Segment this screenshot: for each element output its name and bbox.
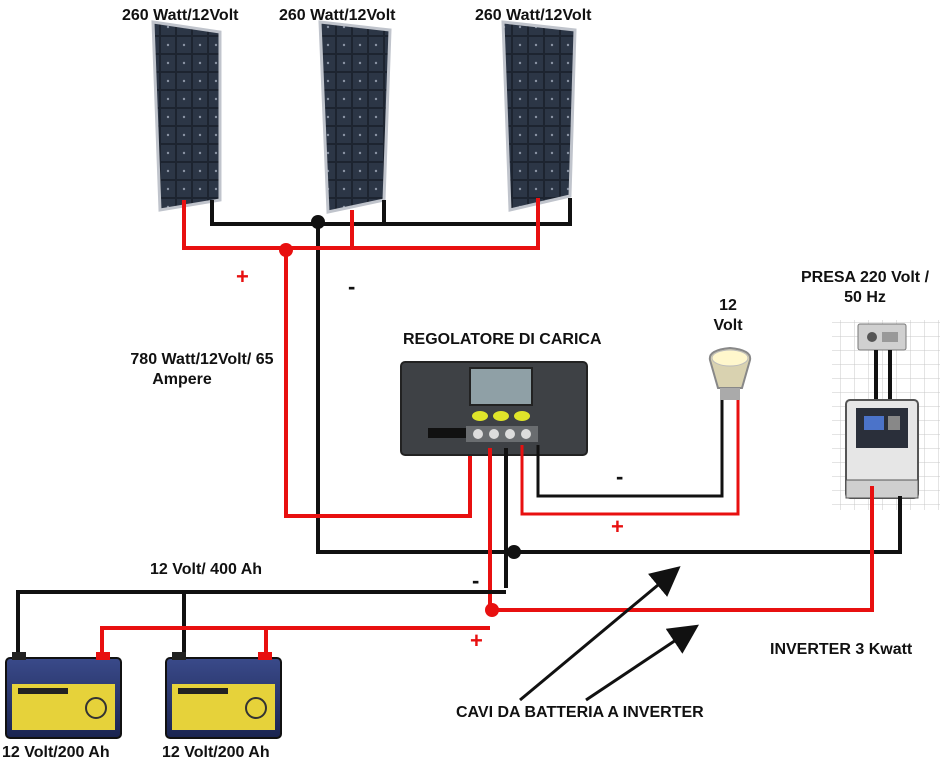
solar-panel-2 [318,20,392,214]
battery-1 [5,652,122,739]
battery-plus-sign: + [470,628,483,653]
socket-wiring [874,350,892,402]
lamp-label: 12 Volt [698,296,758,336]
junction-negative-inverter [507,545,521,559]
battery-1-label: 12 Volt/200 Ah [2,744,110,761]
cable-arrows [519,566,699,702]
lamp-minus-sign: - [616,464,624,489]
battery-2-label: 12 Volt/200 Ah [162,744,270,761]
lamp-label-line2: Volt [713,317,743,334]
regulator-label: REGOLATORE DI CARICA [403,331,602,348]
array-label: 780 Watt/12Volt/ 65 Ampere [122,350,282,390]
lamp-plus-sign: + [611,514,624,539]
panel-2-label: 260 Watt/12Volt [279,7,396,24]
inverter-cables [492,486,902,612]
socket-label-line2: 50 Hz [844,289,886,306]
led-lamp [708,346,752,400]
panel-plus-sign: + [236,264,249,289]
array-label-line2: Ampere [152,371,212,388]
regulator-load-wiring [520,400,740,516]
charge-regulator [400,361,588,456]
battery-2 [165,652,282,739]
array-label-line1: 780 Watt/12Volt/ 65 [130,351,274,368]
battery-bank-wiring [16,590,506,656]
solar-panel-3 [501,20,577,212]
panel-negative-wiring [210,198,572,554]
battery-bank-label: 12 Volt/ 400 Ah [150,561,263,578]
junction-negative-panels [311,215,325,229]
junction-positive-inverter [485,603,499,617]
junction-positive-panels [279,243,293,257]
regulator-battery-wiring [488,448,508,608]
inverter-unit [845,399,919,499]
inverter-label: INVERTER 3 Kwatt [770,641,913,658]
lamp-label-line1: 12 [719,297,737,314]
cables-label: CAVI DA BATTERIA A INVERTER [456,704,704,721]
socket-label-line1: PRESA 220 Volt / [800,269,930,286]
socket-label: PRESA 220 Volt / 50 Hz [790,268,940,308]
panel-1-label: 260 Watt/12Volt [122,7,239,24]
solar-panel-1 [151,20,222,212]
panel-3-label: 260 Watt/12Volt [475,7,592,24]
panel-positive-wiring [182,198,540,518]
panel-minus-sign: - [348,274,356,299]
battery-minus-sign: - [472,568,480,593]
